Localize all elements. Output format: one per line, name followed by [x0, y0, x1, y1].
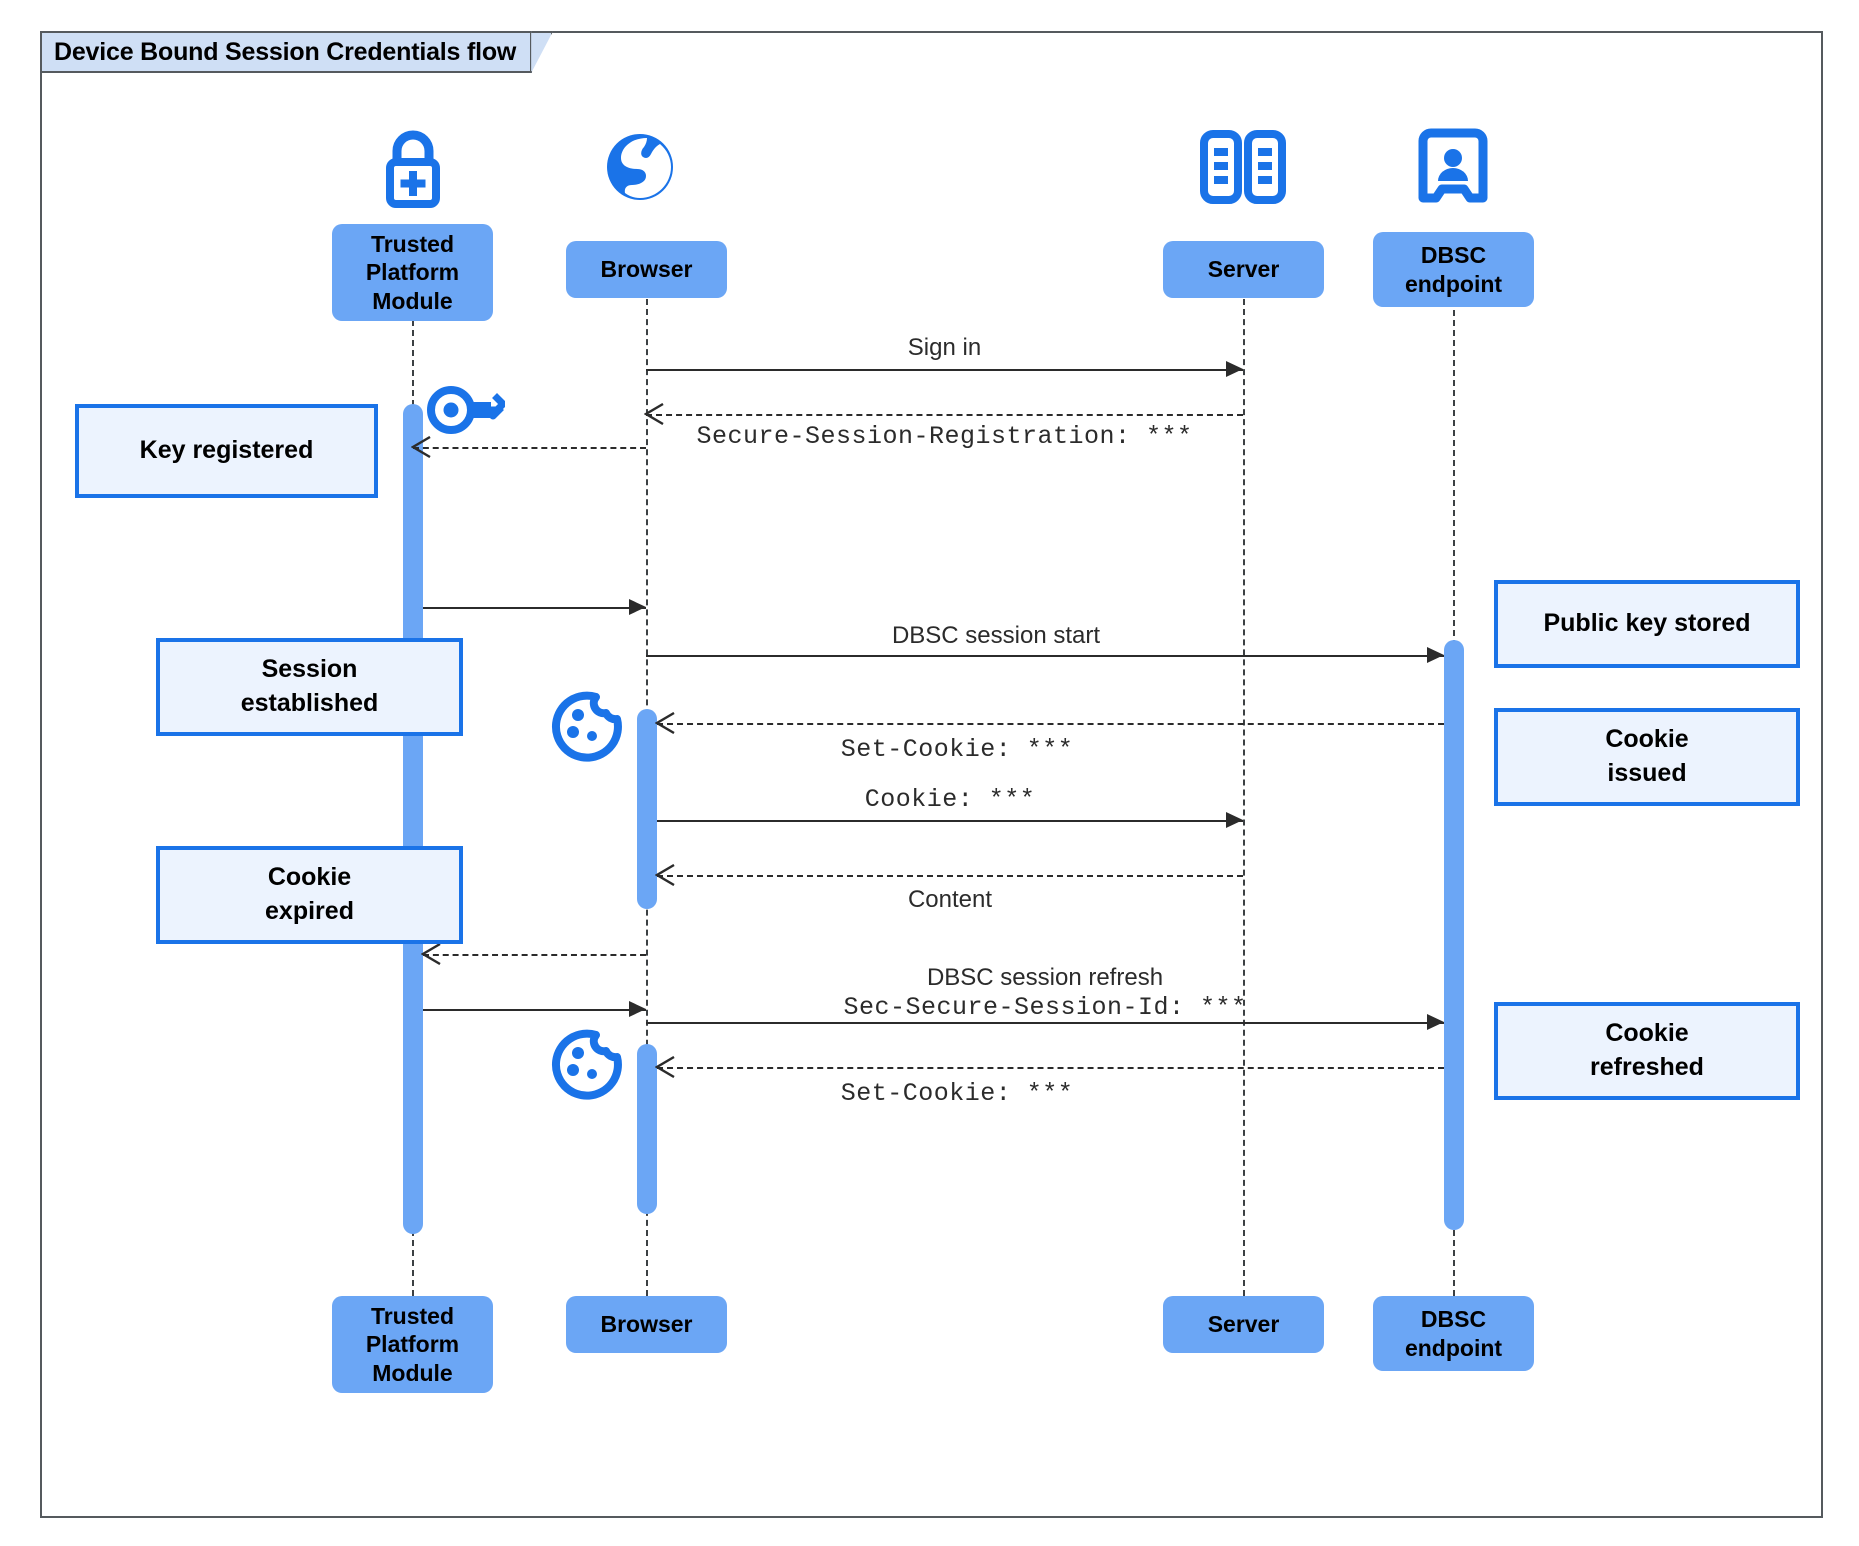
message-line [646, 369, 1243, 371]
activation-bar-tpm [403, 404, 423, 1234]
message-line [423, 954, 646, 956]
arrowhead-right-icon [1226, 812, 1243, 828]
note-public-key-stored: Public key stored [1494, 580, 1800, 668]
participant-label: Browser [600, 256, 693, 283]
server-rack-icon [1198, 128, 1288, 206]
message-label-set-cookie-1: Set-Cookie: *** [840, 735, 1074, 764]
message-line [646, 414, 1243, 416]
arrowhead-open-left-icon [655, 1056, 675, 1078]
message-line [423, 1009, 646, 1011]
participant-label: Server [1207, 1311, 1280, 1338]
participant-label: Server [1207, 256, 1280, 283]
participant-label: Browser [600, 1311, 693, 1338]
message-line [657, 723, 1444, 725]
arrowhead-right-icon [1427, 1014, 1444, 1030]
note-label: Key registered [139, 436, 314, 465]
cookie-icon [551, 690, 623, 762]
message-line [413, 447, 646, 449]
activation-bar-dbsc [1444, 640, 1464, 1230]
arrowhead-right-icon [629, 599, 646, 615]
lifeline-server [1243, 249, 1245, 1296]
message-line [657, 875, 1243, 877]
message-label-sign-in: Sign in [907, 334, 982, 361]
message-label-secure-session-registration: Secure-Session-Registration: *** [696, 422, 1193, 451]
arrowhead-right-icon [1427, 647, 1444, 663]
message-line [657, 1067, 1444, 1069]
message-line [646, 1022, 1444, 1024]
arrowhead-open-left-icon [655, 864, 675, 886]
message-label-sec-secure-session-id: Sec-Secure-Session-Id: *** [843, 993, 1247, 1022]
participant-browser-top[interactable]: Browser [566, 241, 727, 298]
message-label-dbsc-session-refresh: DBSC session refresh [926, 964, 1164, 991]
globe-icon [601, 128, 679, 206]
lock-plus-icon [371, 125, 455, 209]
arrowhead-open-left-icon [421, 943, 441, 965]
activation-bar-browser-1 [637, 709, 657, 909]
message-label-set-cookie-2: Set-Cookie: *** [840, 1079, 1074, 1108]
participant-server-bottom[interactable]: Server [1163, 1296, 1324, 1353]
frame-title-tab: Device Bound Session Credentials flow [40, 31, 533, 73]
message-label-content: Content [907, 886, 993, 913]
id-badge-icon [1418, 128, 1488, 210]
message-line [646, 655, 1444, 657]
cookie-icon [551, 1028, 623, 1100]
message-line [423, 607, 646, 609]
arrowhead-open-left-icon [644, 403, 664, 425]
arrowhead-right-icon [1226, 361, 1243, 377]
message-label-dbsc-session-start: DBSC session start [891, 622, 1101, 649]
key-icon [425, 384, 507, 436]
arrowhead-right-icon [629, 1001, 646, 1017]
message-line [657, 820, 1243, 822]
arrowhead-open-left-icon [655, 712, 675, 734]
participant-server-top[interactable]: Server [1163, 241, 1324, 298]
activation-bar-browser-2 [637, 1044, 657, 1214]
note-label: Public key stored [1543, 609, 1751, 638]
note-key-registered: Key registered [75, 404, 378, 498]
arrowhead-open-left-icon [411, 436, 431, 458]
frame-title-label: Device Bound Session Credentials flow [54, 37, 517, 66]
message-label-cookie-request: Cookie: *** [864, 785, 1036, 814]
participant-browser-bottom[interactable]: Browser [566, 1296, 727, 1353]
